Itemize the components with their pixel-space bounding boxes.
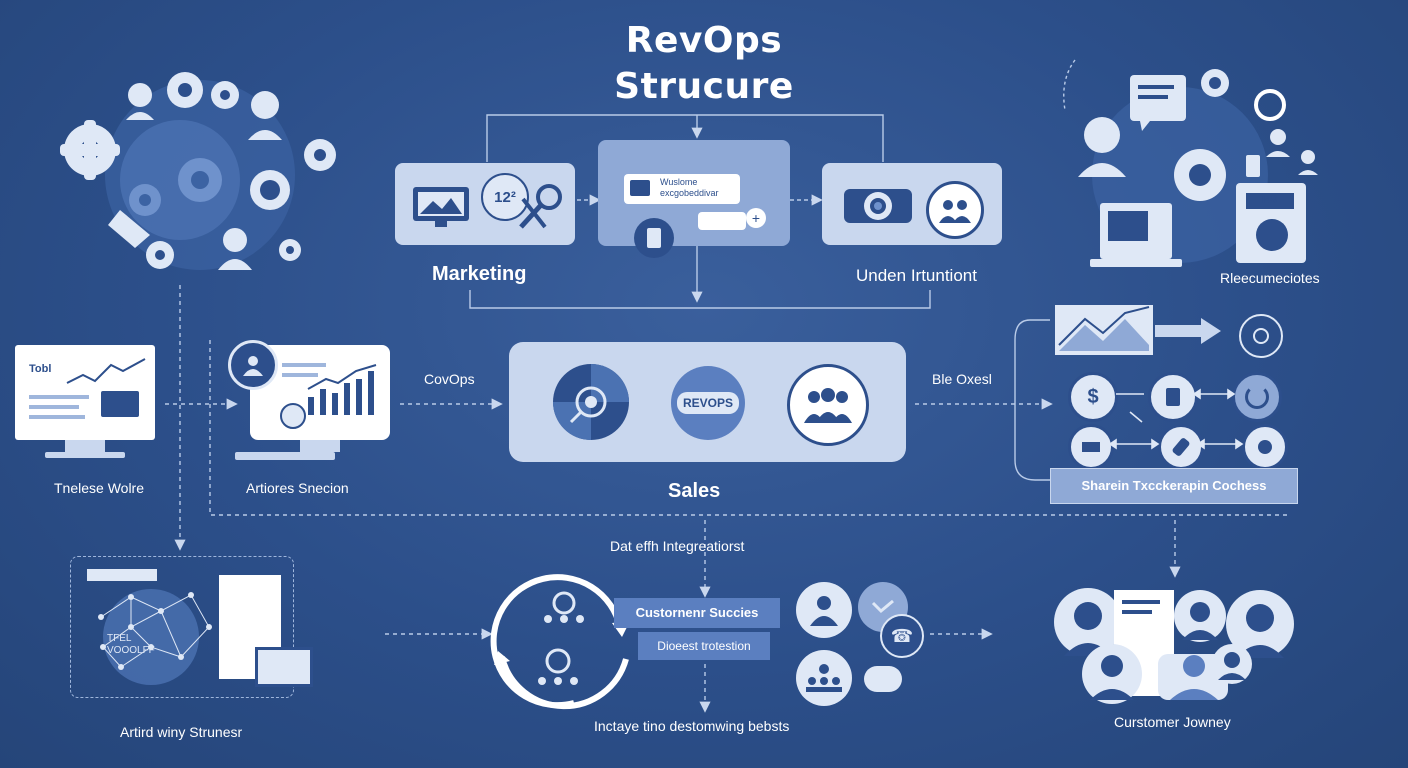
top-right-card-label: Unden Irtuntiont	[856, 266, 977, 285]
sharein-bar[interactable]: Sharein Txcckerapin Cochess	[1050, 468, 1298, 504]
gears-people-illustration	[60, 72, 336, 270]
network-panel-text: TFEL VOOOLFF	[107, 633, 155, 656]
settings-circle-icon	[1239, 314, 1283, 358]
network-panel-label: Artird winy Strunesr	[120, 724, 243, 740]
center-process-card[interactable]: Wuslome excgobeddivar +	[598, 140, 790, 258]
title-line-1: RevOps	[625, 20, 783, 61]
customer-success-label: Custornenr Succies	[635, 605, 759, 620]
sales-label: Sales	[668, 480, 721, 502]
team-meeting-icon	[796, 650, 852, 706]
monitor-icon	[413, 187, 469, 227]
target-icon	[553, 364, 629, 440]
stats-icon	[1068, 424, 1114, 470]
team-icon	[926, 181, 984, 239]
feedback-pill	[864, 666, 902, 692]
marketing-card[interactable]: 12²	[395, 163, 575, 245]
network-globe-icon	[98, 589, 212, 685]
arrow-right-icon	[1155, 318, 1221, 344]
bubble-text-2: excgobeddivar	[660, 188, 719, 198]
network-panel[interactable]: TFEL VOOOLFF	[70, 556, 313, 698]
analytics-monitor-base	[235, 452, 335, 460]
document-icon	[1148, 372, 1198, 422]
detection-bar[interactable]: Dioeest trotestion	[638, 632, 770, 660]
revops-badge-text: REVOPS	[676, 392, 739, 414]
dollar-icon: $	[1068, 372, 1118, 422]
refresh-icon	[1232, 372, 1282, 422]
speech-bubble: Wuslome excgobeddivar	[624, 174, 740, 204]
support-illustration	[1078, 69, 1318, 267]
left-monitor[interactable]: Tobl	[15, 345, 155, 440]
sales-core-card[interactable]: REVOPS	[509, 342, 906, 462]
bar-growth-chart-icon	[307, 364, 377, 415]
mini-chart-icon	[101, 391, 139, 417]
data-integration-label: Dat effh Integreatiorst	[610, 538, 745, 554]
bubble-image-icon	[630, 180, 650, 196]
stat-badge-value: 12²	[494, 188, 516, 206]
right-top-card[interactable]	[822, 163, 1002, 245]
analytics-monitor-stand	[300, 440, 340, 452]
left-monitor-title: Tobl	[29, 363, 52, 375]
detection-label: Dioeest trotestion	[657, 639, 751, 653]
network-panel-tag	[87, 569, 157, 581]
check-icon	[280, 403, 306, 429]
top-right-label: Rleecumeciotes	[1220, 270, 1320, 286]
bubble-text-1: Wuslome	[660, 177, 698, 187]
right-connector-label: Ble Oxesl	[932, 371, 992, 387]
search-tools-icon	[519, 184, 562, 229]
sharein-bar-label: Sharein Txcckerapin Cochess	[1081, 478, 1267, 493]
marketing-label: Marketing	[432, 263, 527, 285]
covops-label: CovOps	[424, 371, 475, 387]
revops-badge: REVOPS	[671, 366, 745, 440]
small-monitor-icon	[255, 647, 313, 687]
add-icon: +	[746, 208, 766, 228]
left-monitor-base	[45, 452, 125, 458]
top-right-card-number: I49	[1262, 194, 1278, 206]
trend-chart-card[interactable]	[1055, 305, 1153, 355]
title-line-2: Strucure	[614, 66, 794, 107]
agent-icon	[796, 582, 852, 638]
phone-icon: ☎	[880, 614, 924, 658]
camera-icon	[844, 189, 912, 223]
customer-journey-illustration	[1054, 588, 1294, 704]
left-monitor-label: Tnelese Wolre	[54, 480, 145, 496]
right-panel-arrows	[1108, 388, 1244, 450]
cycle-icon	[490, 574, 630, 710]
chat-bubble-small	[698, 212, 746, 230]
analytics-monitor-label: Artiores Snecion	[246, 480, 349, 496]
page-title: RevOps Strucure	[0, 18, 1408, 110]
line-chart-icon	[66, 358, 146, 384]
stat-badge: 12²	[481, 173, 529, 221]
customer-journey-label: Curstomer Jowney	[1114, 714, 1231, 730]
bottom-center-label: Inctaye tino destomwing bebsts	[594, 718, 790, 734]
profile-icon	[228, 340, 278, 390]
group-icon	[787, 364, 869, 446]
customer-success-bar[interactable]: Custornenr Succies	[614, 598, 780, 628]
checklist-icon	[634, 218, 674, 258]
left-monitor-stand	[65, 440, 105, 452]
